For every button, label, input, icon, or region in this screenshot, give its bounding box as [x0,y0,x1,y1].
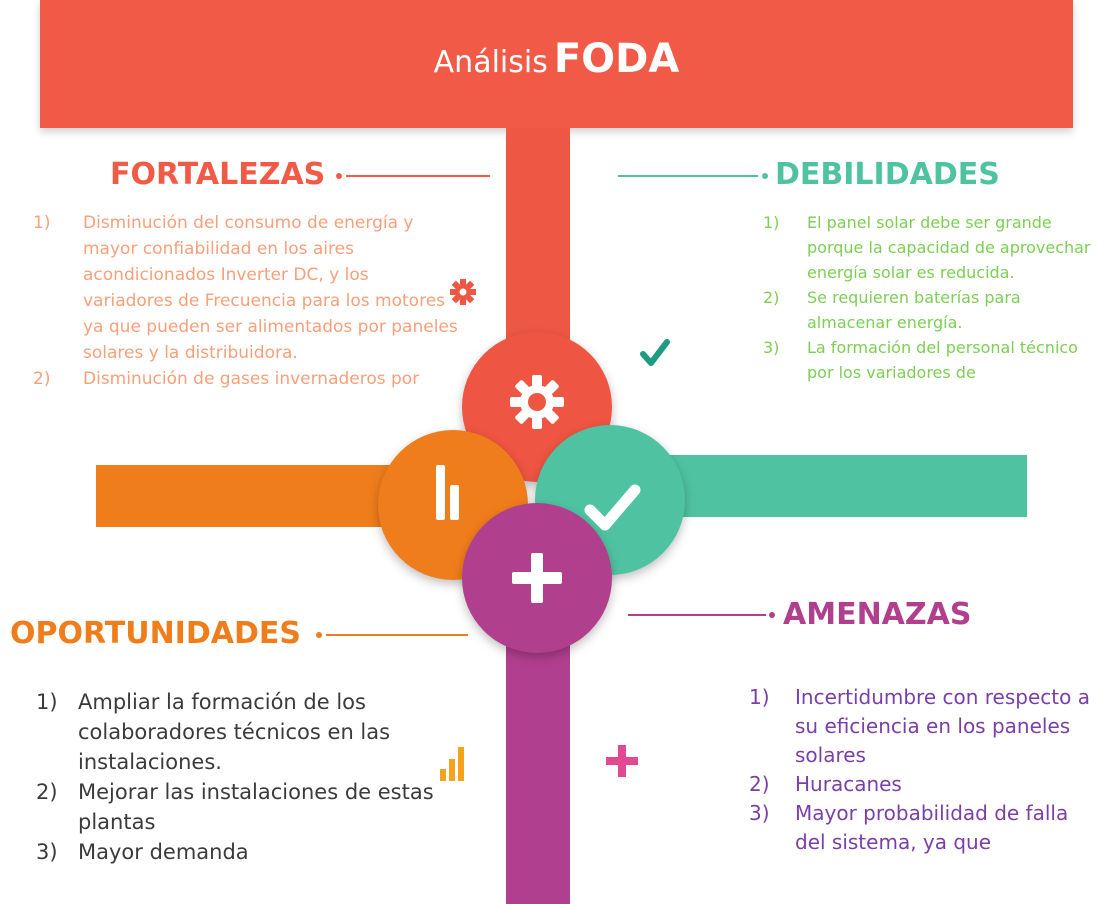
item-number: 1) [763,213,780,232]
item-number: 1) [749,685,770,709]
item-number: 3) [36,840,58,864]
bar-chart-icon [436,465,459,520]
debilidades-list: 1) El panel solar debe ser grande porque … [755,210,1098,428]
check-icon [640,339,670,366]
plus-icon [606,745,638,777]
list-item: 2) Disminución de gases invernaderos por [33,366,461,392]
amenazas-list: 1) Incertidumbre con respecto a su eficie… [745,683,1100,904]
item-text: Disminución de gases invernaderos por [83,369,420,389]
item-number: 2) [33,369,51,389]
fortalezas-list: 1) Disminución del consumo de energía y m… [33,210,461,428]
item-text: La formación del personal técnico por lo… [807,338,1078,382]
debilidades-connector-line [618,175,758,177]
list-item: 2) Huracanes [745,770,1100,799]
debilidades-connector-dot [762,173,768,179]
list-item: 2) Se requieren baterías para almacenar e… [755,285,1098,335]
item-text: El panel solar debe ser grande porque la… [807,213,1091,282]
plus-circle [462,503,612,653]
list-item: 3) Mayor probabilidad de falla del sistem… [745,799,1100,857]
oportunidades-connector-line [326,634,468,636]
list-item: 3) La formación del personal técnico por … [755,335,1098,385]
item-text: Ampliar la formación de los colaboradore… [78,690,391,774]
plus-icon [512,553,562,603]
check-icon [584,484,641,531]
amenazas-heading: AMENAZAS [783,597,972,632]
bar-chart-icon [440,747,464,781]
title-prefix: Análisis [433,45,548,80]
item-number: 2) [36,780,58,804]
list-item: 1) El panel solar debe ser grande porque … [755,210,1098,285]
item-text: Huracanes [795,772,902,796]
item-text: Se requieren baterías para almacenar ene… [807,288,1021,332]
oportunidades-connector-dot [316,632,322,638]
item-number: 2) [749,772,770,796]
item-number: 2) [763,288,780,307]
amenazas-connector-line [628,614,766,616]
fortalezas-heading: FORTALEZAS [110,157,326,192]
item-text: Mejorar las instalaciones de estas plant… [78,780,434,834]
item-text: Incertidumbre con respecto a su eficienc… [795,685,1090,767]
item-text: Disminución del consumo de energía y may… [83,213,458,363]
list-item: 2) Mejorar las instalaciones de estas pla… [36,777,436,837]
gear-icon [450,279,476,305]
title-main: FODA [553,36,680,82]
list-item: 1) Disminución del consumo de energía y m… [33,210,461,366]
item-number: 3) [763,338,780,357]
debilidades-heading: DEBILIDADES [775,157,1000,192]
gear-icon [510,375,564,429]
item-text: Mayor demanda [78,840,249,864]
amenazas-connector-dot [769,612,775,618]
fortalezas-connector-line [346,175,490,177]
list-item: 1) Ampliar la formación de los colaborado… [36,687,436,777]
oportunidades-heading: OPORTUNIDADES [10,616,301,651]
item-number: 3) [749,801,770,825]
item-number: 1) [33,213,51,233]
item-text: Mayor probabilidad de falla del sistema,… [795,801,1069,854]
list-item: 3) Mayor demanda [36,837,436,867]
oportunidades-list: 1) Ampliar la formación de los colaborado… [36,687,436,904]
item-number: 1) [36,690,58,714]
list-item: 1) Incertidumbre con respecto a su eficie… [745,683,1100,770]
fortalezas-connector-dot [336,173,342,179]
